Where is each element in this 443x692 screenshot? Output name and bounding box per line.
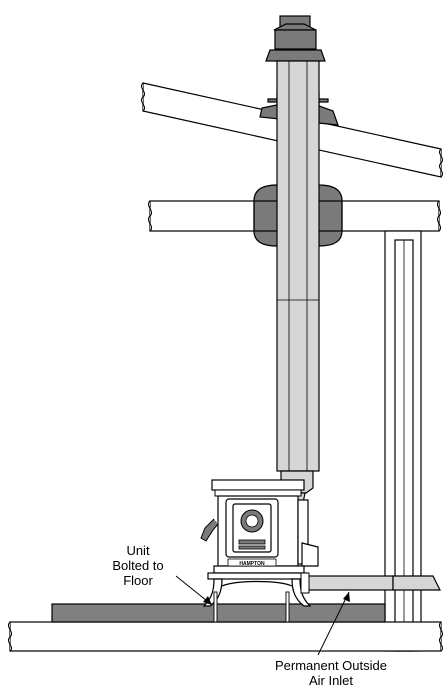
floor-bolt-left xyxy=(213,591,218,623)
floor-bolt-right xyxy=(285,591,290,623)
floor-slab xyxy=(9,621,442,652)
leader-inlet xyxy=(317,591,350,656)
floor-break-right xyxy=(438,621,443,652)
ceiling-joist-break-right xyxy=(436,200,442,232)
label-bolted-line-1: Unit xyxy=(126,543,150,558)
label-unit-bolted-to-floor: Unit Bolted to Floor xyxy=(98,543,178,588)
outside-air-duct-vent xyxy=(392,575,441,591)
stove-door-slot-bottom xyxy=(238,545,266,550)
stove-ashpan xyxy=(207,572,309,580)
stove-leg-left xyxy=(202,578,223,607)
stove-handle xyxy=(200,518,219,542)
stove-ash-lip xyxy=(213,565,305,574)
label-inlet-line-2: Air Inlet xyxy=(308,673,354,688)
chimney-cap-body xyxy=(274,29,317,50)
label-bolted-line-3: Floor xyxy=(123,573,153,588)
floor-break-left xyxy=(7,621,13,652)
roof-beam-break-left xyxy=(140,82,146,112)
stove-brand-text: HAMPTON xyxy=(239,561,265,567)
stove-brand-plate xyxy=(227,558,277,567)
label-permanent-outside-air-inlet: Permanent Outside Air Inlet xyxy=(246,658,416,688)
label-inlet-line-1: Permanent Outside xyxy=(274,658,387,673)
stove-top xyxy=(211,479,305,491)
hearth-pad xyxy=(51,603,386,623)
stove-door-medallion-inner xyxy=(245,514,259,528)
chimney-storm-collar xyxy=(265,49,326,62)
leader-inlet-arrow xyxy=(343,592,350,602)
stove-rear-box xyxy=(301,542,319,567)
stove-base-arch xyxy=(221,580,293,587)
roof-beam-break-right xyxy=(438,148,443,178)
stove-door-slot-top xyxy=(238,539,266,545)
stove-rear-bracket xyxy=(300,572,310,594)
label-bolted-line-2: Bolted to xyxy=(112,558,164,573)
stove: HAMPTON xyxy=(200,479,319,607)
stove-top-lip xyxy=(214,489,302,497)
leader-bolted-arrow xyxy=(203,596,212,605)
ceiling-joist-break-left xyxy=(147,200,153,232)
chimney-pipe xyxy=(276,60,320,472)
